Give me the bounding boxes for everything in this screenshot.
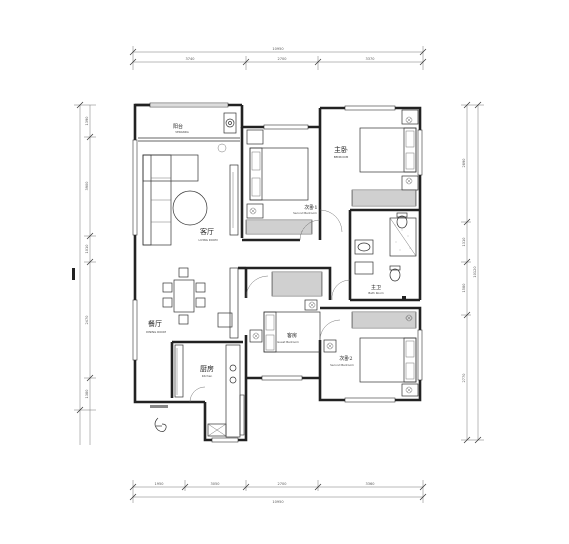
wardrobe-hatch-3 bbox=[272, 273, 322, 295]
second2-label: 次卧2 bbox=[339, 355, 352, 362]
top-dim-1: 3740 bbox=[186, 57, 195, 61]
left-dim-5: 1380 bbox=[85, 390, 89, 399]
bottom-dimension-lines: 1950 3050 2700 3360 10950 bbox=[129, 480, 427, 504]
bath-label: 主卫 bbox=[371, 284, 381, 291]
living-room-furniture bbox=[142, 143, 239, 246]
left-dim-3: 1010 bbox=[85, 245, 89, 254]
right-dim-4: 2770 bbox=[462, 374, 466, 383]
master-sublabel: BEDROOM bbox=[334, 155, 349, 159]
left-dim-2: 3900 bbox=[85, 182, 89, 191]
living-label: 客厅 bbox=[200, 227, 214, 236]
guest-sublabel: Guest Bedroom bbox=[277, 340, 299, 344]
kitchen-fixtures bbox=[174, 344, 241, 438]
right-dimension-lines: 2890 1310 1580 2770 10120 bbox=[461, 101, 484, 444]
right-dim-3: 1580 bbox=[462, 284, 466, 293]
guest-room-furniture bbox=[245, 271, 323, 353]
top-total-dim: 10950 bbox=[272, 47, 283, 51]
second-bedroom-1-furniture bbox=[245, 129, 321, 241]
left-dim-4: 2470 bbox=[85, 316, 89, 325]
balcony-area bbox=[138, 112, 240, 142]
left-dimension-lines: 1390 3900 1010 2470 1380 bbox=[74, 101, 96, 445]
balcony-label: 阳台 bbox=[173, 123, 183, 130]
section-marker bbox=[72, 268, 75, 280]
top-dimension-lines: 10950 3740 2700 3370 bbox=[129, 46, 427, 70]
top-dim-2: 2700 bbox=[278, 57, 287, 61]
living-sublabel: LIVING ROOM bbox=[198, 238, 218, 242]
master-bedroom-furniture bbox=[319, 109, 419, 233]
windows bbox=[132, 102, 423, 443]
right-dim-1: 2890 bbox=[462, 159, 466, 168]
guest-label: 客房 bbox=[287, 332, 297, 339]
kitchen-label: 厨房 bbox=[200, 364, 214, 373]
entrance-icon bbox=[150, 405, 168, 432]
dining-furniture bbox=[162, 267, 239, 339]
right-dim-2: 1310 bbox=[462, 238, 466, 247]
ceiling-fan-icons bbox=[249, 116, 413, 394]
second2-sublabel: Second Bedroom bbox=[330, 363, 354, 367]
bottom-dim-1: 1950 bbox=[155, 482, 164, 486]
wardrobe-hatch-2 bbox=[352, 191, 416, 205]
dining-sublabel: DINING ROOM bbox=[146, 330, 166, 334]
second-bedroom-2-furniture bbox=[319, 311, 419, 397]
bottom-dim-2: 3050 bbox=[211, 482, 220, 486]
bottom-dim-3: 2700 bbox=[278, 482, 287, 486]
left-dim-1: 1390 bbox=[85, 117, 89, 126]
room-labels: 阳台 VERANDA 客厅 LIVING ROOM 餐厅 DINING ROOM… bbox=[146, 123, 384, 378]
second1-sublabel: Second Bedroom bbox=[293, 211, 317, 215]
wardrobe-hatch-1 bbox=[246, 221, 312, 233]
second1-label: 次卧1 bbox=[304, 204, 317, 211]
top-dim-3: 3370 bbox=[366, 57, 375, 61]
bath-sublabel: Bath Room bbox=[368, 291, 384, 295]
wardrobe-hatch-4 bbox=[352, 313, 416, 327]
bottom-total-dim: 10950 bbox=[272, 500, 283, 504]
dining-label: 餐厅 bbox=[148, 319, 162, 328]
right-total-dim: 10120 bbox=[473, 266, 477, 277]
balcony-sublabel: VERANDA bbox=[175, 130, 189, 134]
bathroom-fixtures bbox=[331, 212, 417, 301]
master-label: 主卧 bbox=[334, 145, 348, 154]
kitchen-sublabel: Kitchen bbox=[202, 374, 213, 378]
bottom-dim-4: 3360 bbox=[366, 482, 375, 486]
